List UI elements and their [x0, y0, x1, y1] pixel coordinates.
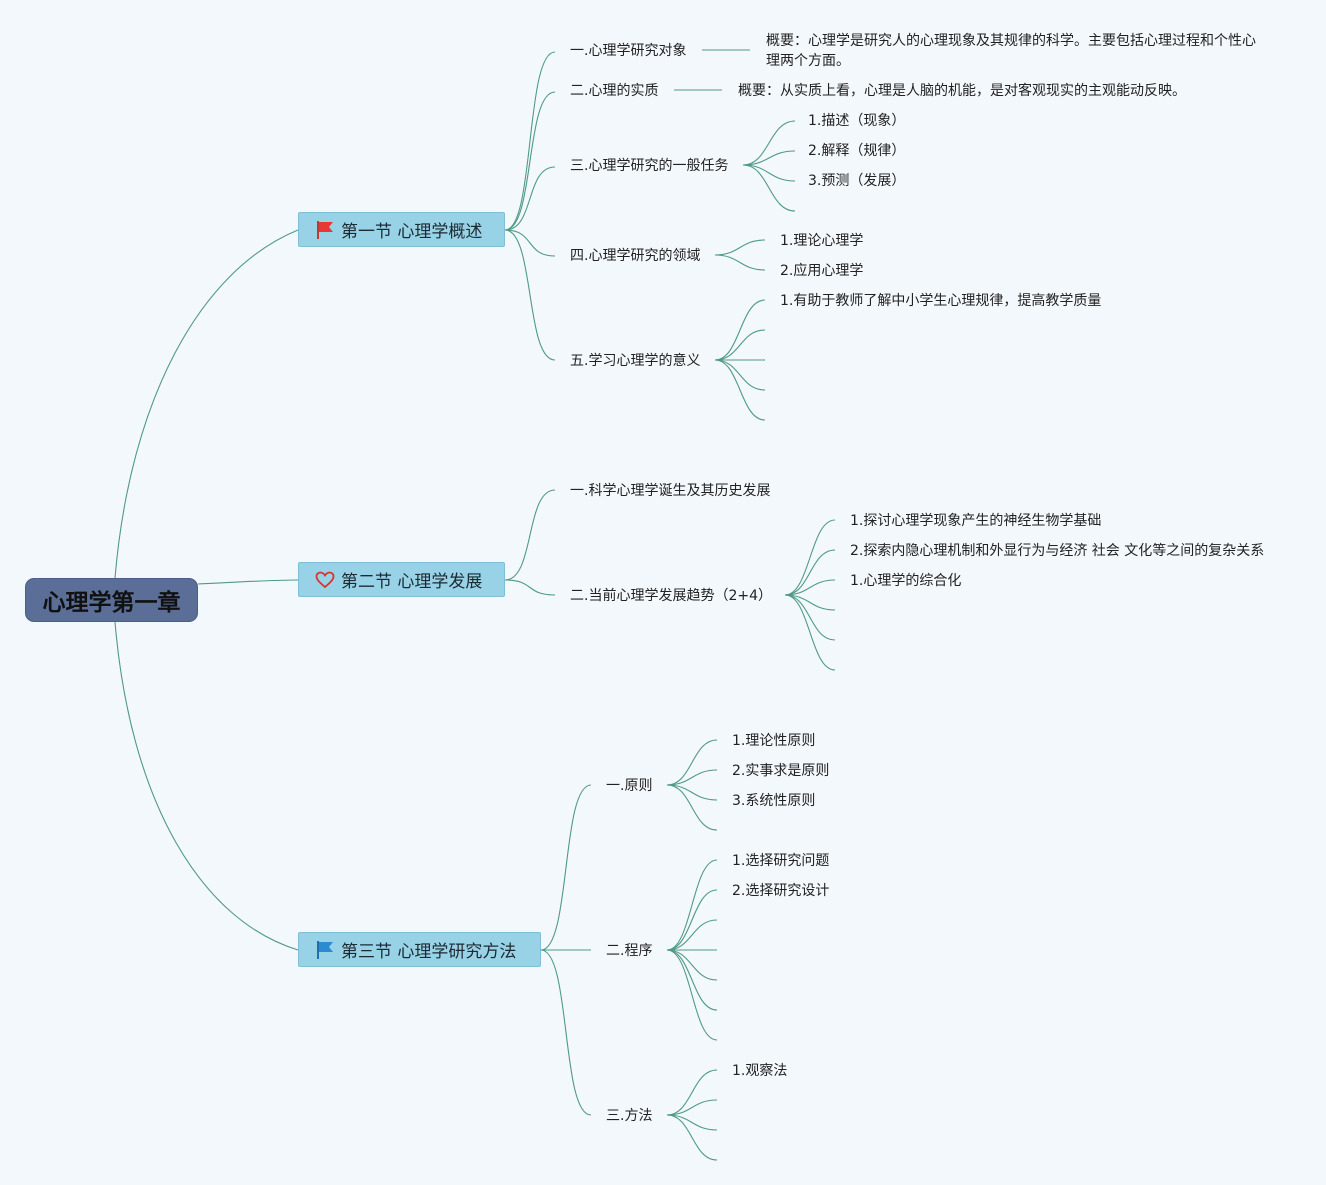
section-1-label: 第一节 心理学概述: [341, 222, 483, 242]
topic-1-3-item-2[interactable]: 2.解释（规律）: [808, 143, 906, 159]
section-3-node[interactable]: 第三节 心理学研究方法: [298, 932, 541, 967]
topic-3-2-branch-5: [666, 949, 718, 1011]
topic-3-1-branch-1: [666, 769, 718, 786]
topic-1-3-branch-3: [742, 164, 796, 212]
topic-3-1[interactable]: 一.原则: [606, 778, 653, 794]
section-1-to-t13: [504, 166, 556, 231]
section-1-to-t15: [504, 229, 556, 361]
topic-2-2-branch-2: [784, 579, 836, 596]
topic-3-1-branch-2: [666, 784, 718, 801]
topic-1-5[interactable]: 五.学习心理学的意义: [570, 353, 701, 369]
topic-3-2[interactable]: 二.程序: [606, 943, 653, 959]
root-to-section-3: [114, 621, 299, 951]
section-1-to-t14: [504, 229, 556, 257]
topic-1-3-branch-2: [742, 164, 796, 182]
topic-1-3-branch-0: [742, 120, 796, 166]
topic-2-1[interactable]: 一.科学心理学诞生及其历史发展: [570, 483, 771, 499]
topic-1-4-item-2[interactable]: 2.应用心理学: [780, 263, 864, 279]
topic-3-2-item-1[interactable]: 1.选择研究问题: [732, 853, 830, 869]
topic-1-2-note: 概要：从实质上看，心理是人脑的机能，是对客观现实的主观能动反映。: [738, 83, 1186, 99]
topic-2-2-branch-0: [784, 519, 836, 596]
topic-2-2-branch-5: [784, 594, 836, 671]
section-3-label: 第三节 心理学研究方法: [341, 942, 517, 962]
topic-2-2-branch-4: [784, 594, 836, 641]
topic-3-3-branch-0: [666, 1069, 718, 1116]
root-label: 心理学第一章: [42, 590, 181, 616]
red-flag-icon: [315, 220, 335, 240]
topic-3-3[interactable]: 三.方法: [606, 1108, 653, 1124]
topic-3-1-item-1[interactable]: 1.理论性原则: [732, 733, 816, 749]
topic-3-3-item-1[interactable]: 1.观察法: [732, 1063, 788, 1079]
section-2-label: 第二节 心理学发展: [341, 572, 483, 592]
topic-1-3[interactable]: 三.心理学研究的一般任务: [570, 158, 729, 174]
topic-3-1-item-2[interactable]: 2.实事求是原则: [732, 763, 830, 779]
heart-icon: [315, 570, 335, 590]
root-to-section-2: [197, 579, 299, 585]
topic-3-1-branch-0: [666, 739, 718, 786]
section-1-node[interactable]: 第一节 心理学概述: [298, 212, 505, 247]
topic-1-5-branch-0: [714, 299, 766, 361]
topic-3-2-branch-1: [666, 889, 718, 951]
topic-2-2[interactable]: 二.当前心理学发展趋势（2+4）: [570, 588, 772, 604]
topic-1-1-note: 概要：心理学是研究人的心理现象及其规律的科学。主要包括心理过程和个性心理两个方面…: [766, 33, 1256, 69]
topic-3-1-branch-3: [666, 784, 718, 831]
topic-1-5-branch-4: [714, 359, 766, 421]
blue-flag-icon: [315, 940, 335, 960]
topic-3-3-branch-2: [666, 1114, 718, 1131]
topic-1-3-item-1[interactable]: 1.描述（现象）: [808, 113, 906, 129]
topic-3-3-branch-1: [666, 1099, 718, 1116]
topic-3-2-branch-0: [666, 859, 718, 951]
topic-3-2-branch-4: [666, 949, 718, 981]
section-3-to-t33: [540, 949, 592, 1116]
topic-3-2-item-2[interactable]: 2.选择研究设计: [732, 883, 830, 899]
topic-1-5-item-1[interactable]: 1.有助于教师了解中小学生心理规律，提高教学质量: [780, 293, 1102, 309]
topic-1-4-branch-1: [714, 254, 766, 271]
topic-3-1-item-3[interactable]: 3.系统性原则: [732, 793, 816, 809]
topic-1-5-branch-1: [714, 329, 766, 361]
topic-2-2-item-1[interactable]: 1.探讨心理学现象产生的神经生物学基础: [850, 513, 1102, 529]
section-2-to-t21: [504, 489, 556, 581]
topic-1-2[interactable]: 二.心理的实质: [570, 83, 659, 99]
topic-3-2-branch-2: [666, 919, 718, 951]
section-2-node[interactable]: 第二节 心理学发展: [298, 562, 505, 597]
topic-2-2-item-3[interactable]: 1.心理学的综合化: [850, 573, 962, 589]
topic-1-4-item-1[interactable]: 1.理论心理学: [780, 233, 864, 249]
root-node[interactable]: 心理学第一章: [25, 578, 198, 622]
root-to-section-1: [114, 229, 299, 579]
topic-1-3-branch-1: [742, 150, 796, 166]
topic-1-4-branch-0: [714, 239, 766, 256]
section-3-to-t31: [540, 784, 592, 951]
topic-1-3-item-3[interactable]: 3.预测（发展）: [808, 173, 906, 189]
section-2-to-t22: [504, 579, 556, 596]
topic-2-2-branch-3: [784, 594, 836, 611]
topic-1-4[interactable]: 四.心理学研究的领域: [570, 248, 701, 264]
section-1-to-t12: [504, 91, 556, 231]
topic-3-3-branch-3: [666, 1114, 718, 1161]
section-1-to-t11: [504, 51, 556, 231]
topic-2-2-branch-1: [784, 549, 836, 596]
topic-1-5-branch-3: [714, 359, 766, 391]
topic-1-1[interactable]: 一.心理学研究对象: [570, 43, 687, 59]
topic-2-2-item-2[interactable]: 2.探索内隐心理机制和外显行为与经济 社会 文化等之间的复杂关系: [850, 543, 1265, 559]
topic-3-2-branch-6: [666, 949, 718, 1041]
